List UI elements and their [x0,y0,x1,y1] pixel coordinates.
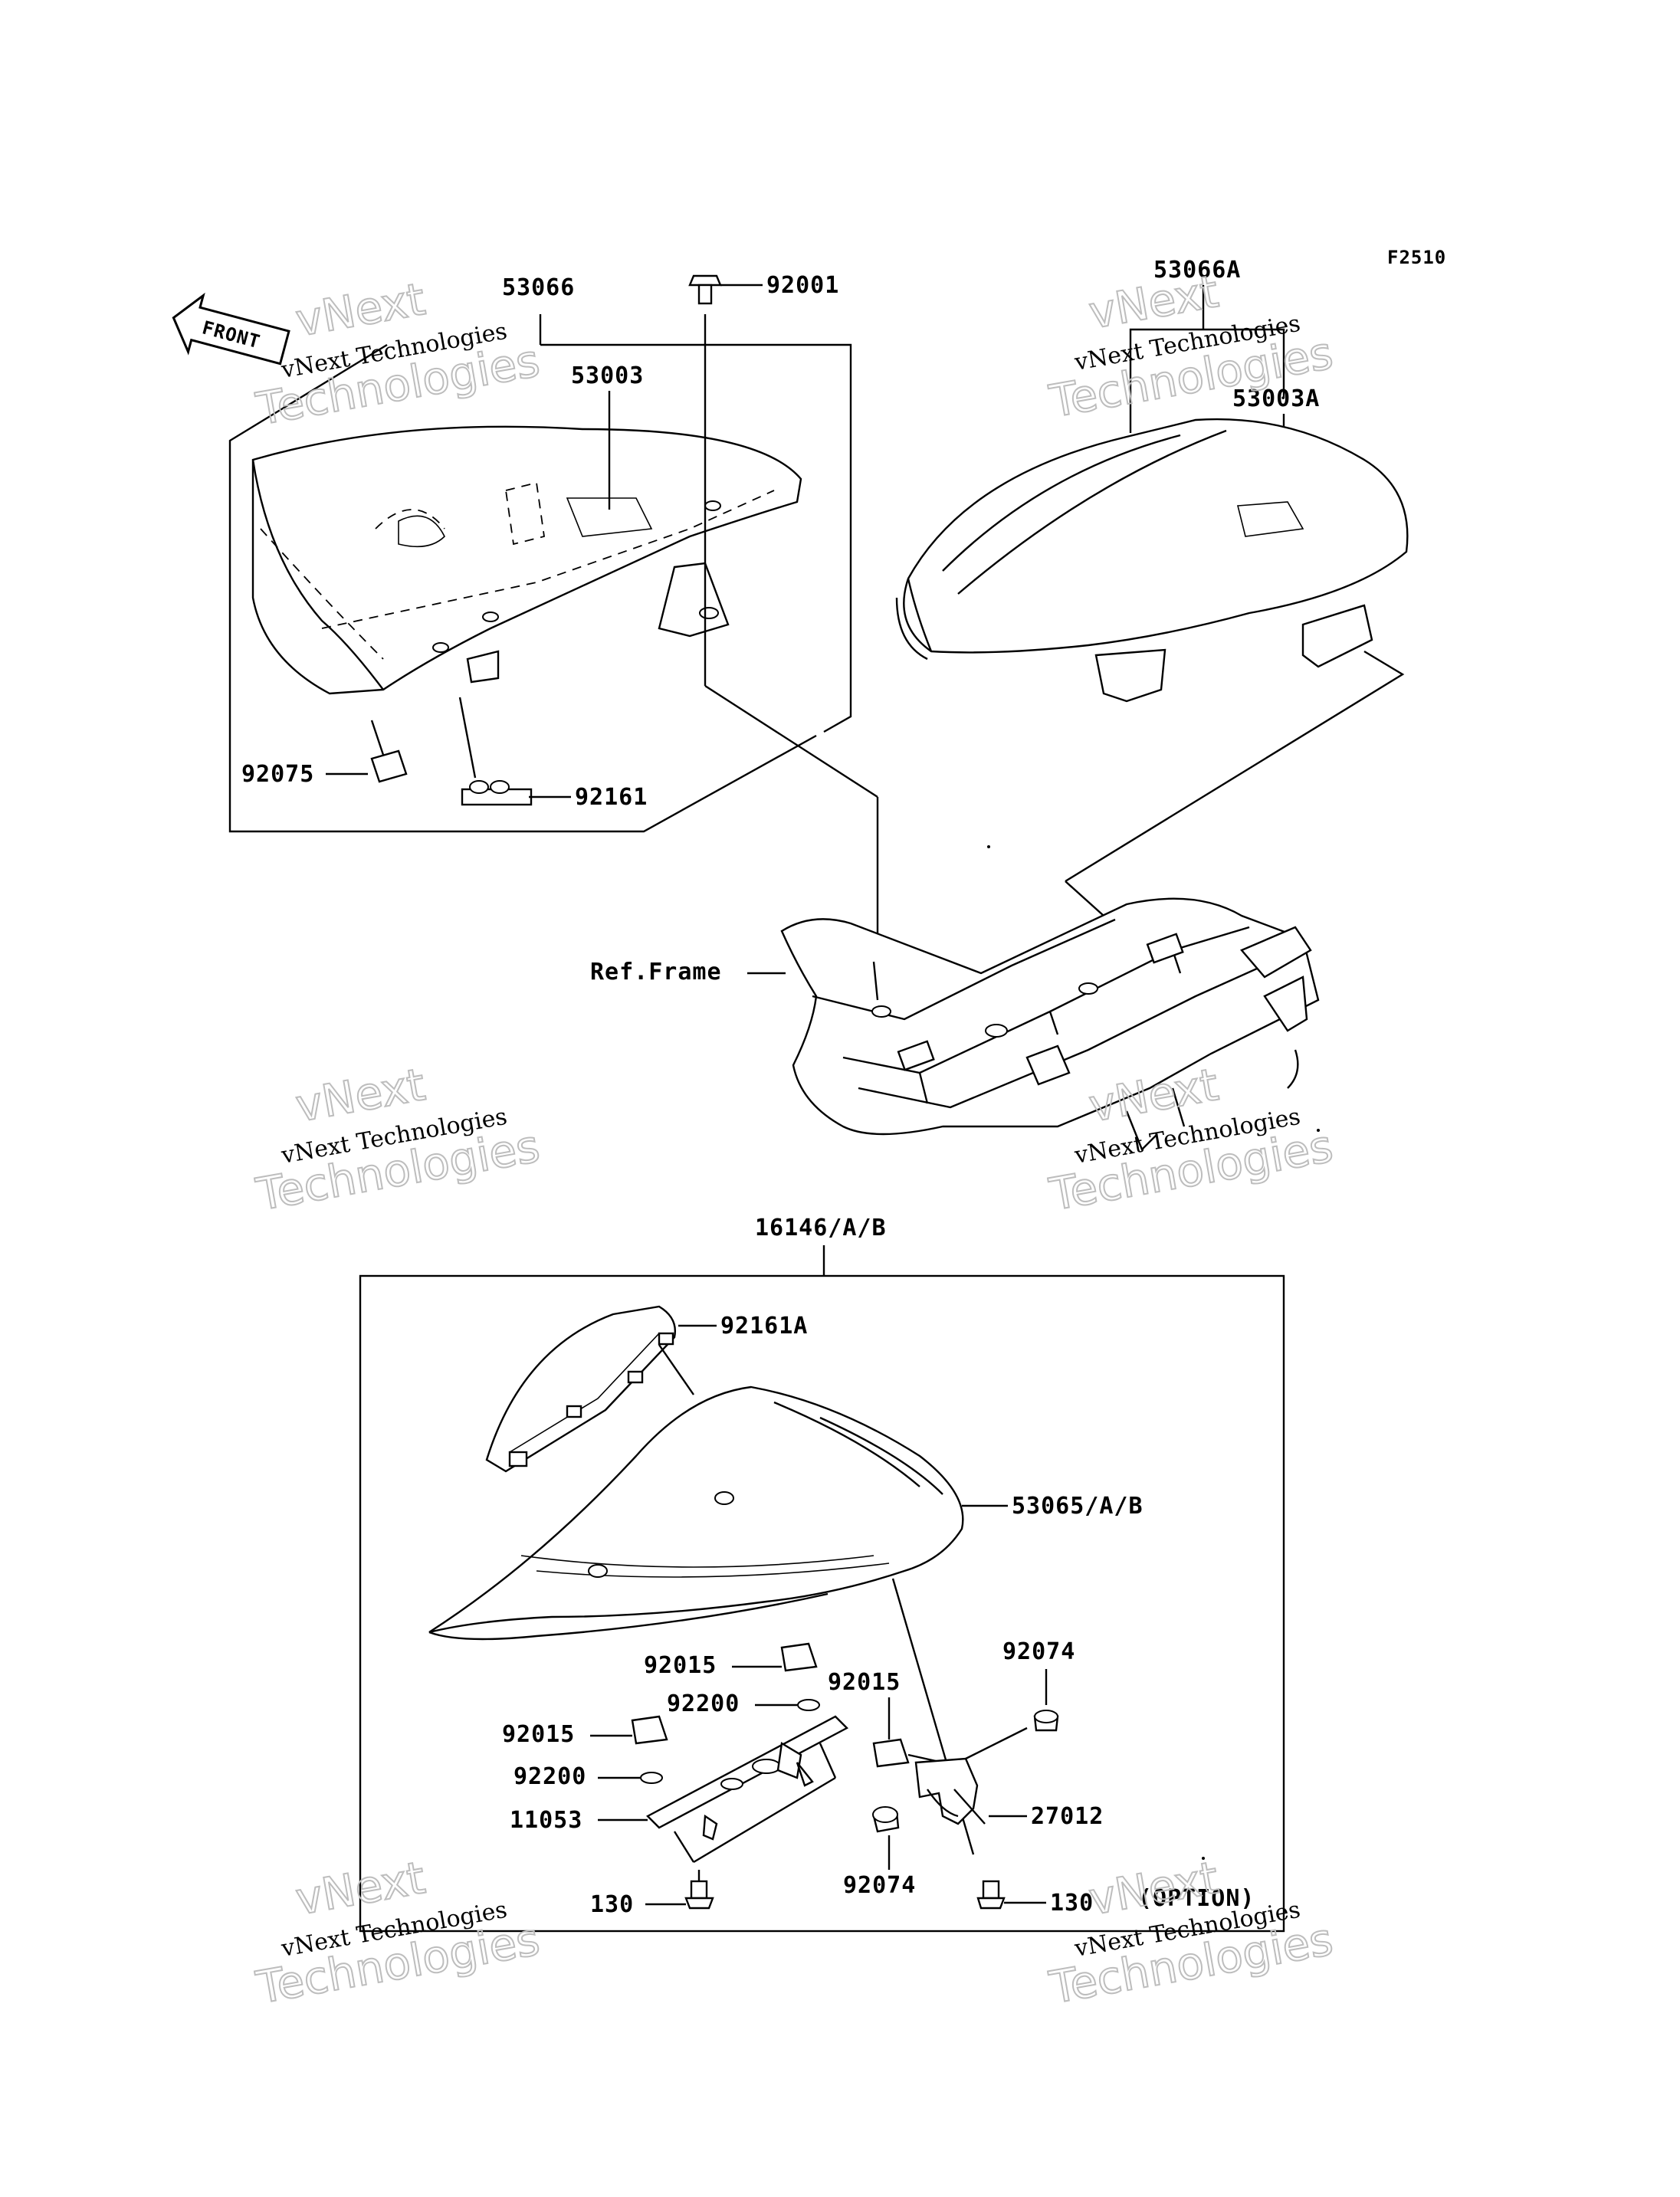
watermark-5: vNext vNext Technologies Technologies [251,1851,544,2015]
watermark-2: vNext vNext Technologies Technologies [1045,264,1337,428]
bolt-92001: 92001 [688,272,879,966]
label-130-a: 130 [590,1891,634,1918]
label-92200-b: 92200 [514,1763,586,1790]
label-92074-a: 92074 [1002,1638,1075,1665]
label-92074-b: 92074 [843,1872,916,1899]
label-92075: 92075 [241,761,314,788]
front-arrow-icon: FRONT [172,292,290,366]
frame-reference: Ref.Frame [590,897,1320,1152]
label-92200-a: 92200 [667,1690,740,1717]
label-option: (OPTION) [1138,1885,1255,1912]
seat-assembly-53066A: 53066A 53003A [895,257,1409,951]
label-53065: 53065/A/B [1012,1493,1144,1520]
label-27012: 27012 [1031,1803,1104,1830]
seat-assembly-53066: 53066 [228,274,852,833]
label-92015-a: 92015 [644,1652,717,1679]
label-92001: 92001 [766,272,839,299]
label-11053: 11053 [510,1807,582,1834]
watermark-6: vNext vNext Technologies Technologies [1045,1851,1337,2015]
label-53003: 53003 [571,362,644,389]
damper-92161: 92161 [458,697,648,811]
seat-cover-assembly-16146: 16146/A/B (OPTION) 92161A 53065/A/B 9201… [359,1215,1285,1933]
figure-code: F2510 [1387,247,1446,268]
label-53003A: 53003A [1232,385,1320,412]
label-53066: 53066 [502,274,575,301]
label-92161: 92161 [575,784,648,811]
label-92015-c: 92015 [828,1669,901,1696]
damper-92075: 92075 [241,720,408,788]
label-92015-b: 92015 [502,1721,575,1748]
label-16146: 16146/A/B [755,1215,887,1241]
label-53066A: 53066A [1153,257,1241,284]
label-ref-frame: Ref.Frame [590,959,722,985]
label-92161A: 92161A [720,1313,808,1340]
watermark-3: vNext vNext Technologies Technologies [251,1058,544,1221]
label-130-b: 130 [1050,1890,1094,1917]
